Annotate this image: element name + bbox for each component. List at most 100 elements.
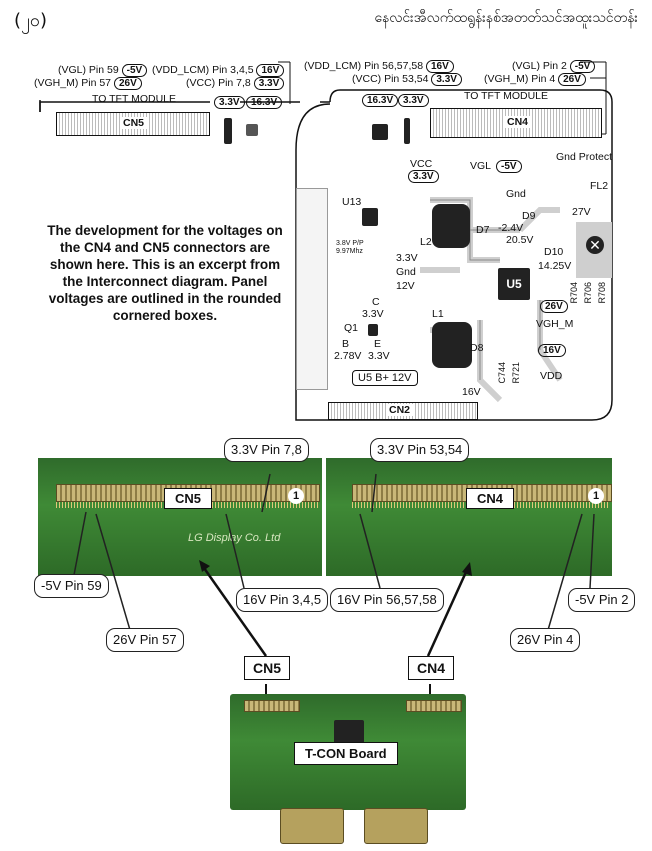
right-component-b bbox=[404, 118, 410, 144]
b-label: B bbox=[342, 338, 350, 350]
callout-cn4-vcc: 3.3V Pin 53,54 bbox=[370, 438, 470, 462]
right-vgl-pill: -5V bbox=[569, 60, 596, 73]
left-pill-a: 3.3V bbox=[214, 96, 245, 109]
q1-v-label: 3.3V bbox=[362, 308, 384, 320]
d7-label: D7 bbox=[476, 224, 490, 236]
v27-label: 27V bbox=[572, 206, 591, 218]
cn4-photo-label: CN4 bbox=[466, 488, 515, 509]
right-to-tft: TO TFT MODULE bbox=[464, 90, 549, 102]
u13-chip bbox=[362, 208, 378, 226]
vgl-pill: -5V bbox=[496, 160, 522, 173]
fl2-label: FL2 bbox=[590, 180, 609, 192]
crystal-label: 3.8V P/P 9.97Mhz bbox=[336, 240, 364, 255]
right-vdd-label: (VDD_LCM) Pin 56,57,58 16V bbox=[304, 60, 454, 73]
left-vghm-pill: 26V bbox=[113, 77, 142, 90]
e-label: E bbox=[374, 338, 382, 350]
v205-label: 20.5V bbox=[506, 234, 534, 246]
v278-label: 2.78V bbox=[334, 350, 362, 362]
d8-label: D8 bbox=[470, 342, 484, 354]
mount-hole-icon: ✕ bbox=[586, 236, 604, 254]
c-label: C bbox=[372, 296, 380, 308]
board-connector-cn5 bbox=[244, 700, 300, 712]
left-vgl-pill: -5V bbox=[121, 64, 148, 77]
cn4-schematic-label: CN4 bbox=[504, 116, 532, 128]
v33-label: 3.3V bbox=[396, 252, 418, 264]
cn5-pin1-marker: 1 bbox=[288, 488, 304, 504]
cn4-photo: CN4 1 bbox=[326, 458, 612, 576]
cn4-pin1-marker: 1 bbox=[588, 488, 604, 504]
right-vgl-label: (VGL) Pin 2 -5V bbox=[512, 60, 596, 73]
vdd-label: VDD bbox=[540, 370, 563, 382]
edge-strip bbox=[296, 188, 328, 390]
vgl-label: VGL bbox=[470, 160, 492, 172]
left-vcc-pill: 3.3V bbox=[253, 77, 285, 90]
vghm-label: VGH_M bbox=[536, 318, 574, 330]
right-component-a bbox=[372, 124, 388, 140]
v12-label: 12V bbox=[396, 280, 415, 292]
v1425-label: 14.25V bbox=[538, 260, 572, 272]
right-vcc-label: (VCC) Pin 53,54 3.3V bbox=[352, 73, 462, 86]
vghm-pill: 26V bbox=[540, 300, 568, 313]
board-tag-cn5: CN5 bbox=[244, 656, 291, 680]
callout-cn5-vghm: 26V Pin 57 bbox=[106, 628, 184, 652]
right-vghm-pill: 26V bbox=[558, 73, 586, 86]
q1-transistor bbox=[368, 324, 378, 336]
schematic-section: (VGL) Pin 59 -5V (VGH_M) Pin 57 26V (VDD… bbox=[34, 60, 613, 421]
right-vghm-label: (VGH_M) Pin 4 26V bbox=[484, 73, 586, 86]
board-connector-cn4 bbox=[406, 700, 462, 712]
board-bottom-connector-left bbox=[280, 808, 344, 844]
cn5-schematic-connector bbox=[56, 112, 210, 136]
v33b-label: 3.3V bbox=[368, 350, 390, 362]
left-component-b bbox=[246, 124, 258, 136]
l1-label: L1 bbox=[432, 308, 444, 320]
vneg24-label: -2.4V bbox=[498, 222, 524, 234]
board-tag-cn4: CN4 bbox=[408, 656, 455, 680]
callout-cn4-vgl: -5V Pin 2 bbox=[568, 588, 636, 612]
page-number: (၂၀) bbox=[14, 10, 48, 31]
callout-cn5-vdd: 16V Pin 3,4,5 bbox=[236, 588, 329, 612]
u13-label: U13 bbox=[342, 196, 362, 208]
vcc-pill: 3.3V bbox=[408, 170, 439, 183]
gnd-protect-label: Gnd Protect bbox=[556, 151, 613, 163]
vcc-label: VCC bbox=[410, 158, 433, 170]
l2-inductor bbox=[432, 204, 470, 248]
d9-label: D9 bbox=[522, 210, 536, 222]
cn5-silkscreen: LG Display Co. Ltd bbox=[188, 532, 281, 544]
cn5-schematic-label: CN5 bbox=[120, 117, 148, 129]
left-pill-b: 16.3V bbox=[246, 96, 283, 109]
left-vcc-label: (VCC) Pin 7,8 3.3V bbox=[186, 77, 285, 90]
callout-cn4-vghm: 26V Pin 4 bbox=[510, 628, 581, 652]
d10-label: D10 bbox=[544, 246, 564, 258]
u5-bplus-box: U5 B+ 12V bbox=[352, 370, 418, 386]
board-ic bbox=[334, 720, 364, 744]
tcon-board-label: T-CON Board bbox=[294, 742, 398, 765]
cn2-label: CN2 bbox=[386, 404, 414, 416]
right-vdd-pill: 16V bbox=[425, 60, 454, 73]
left-to-tft: TO TFT MODULE bbox=[92, 93, 177, 105]
left-vghm-label: (VGH_M) Pin 57 26V bbox=[34, 77, 142, 90]
right-pill-a: 16.3V bbox=[362, 94, 399, 107]
left-vdd-pill: 16V bbox=[256, 64, 285, 77]
gnd1-label: Gnd bbox=[506, 188, 526, 200]
callout-cn5-vcc: 3.3V Pin 7,8 bbox=[224, 438, 309, 462]
gnd2-label: Gnd bbox=[396, 266, 416, 278]
v16-pill: 16V bbox=[538, 344, 566, 357]
left-vgl-label: (VGL) Pin 59 -5V bbox=[58, 64, 148, 77]
v16-label: 16V bbox=[462, 386, 481, 398]
callout-cn4-vdd: 16V Pin 56,57,58 bbox=[330, 588, 444, 612]
right-vcc-pill: 3.3V bbox=[431, 73, 462, 86]
u5-chip: U5 bbox=[498, 268, 530, 300]
q1-label: Q1 bbox=[344, 322, 359, 334]
cn5-photo-label: CN5 bbox=[164, 488, 213, 509]
left-vdd-label: (VDD_LCM) Pin 3,4,5 16V bbox=[152, 64, 285, 77]
right-pill-b: 3.3V bbox=[398, 94, 429, 107]
tcon-board-photo: T-CON Board bbox=[230, 694, 466, 810]
l1-inductor bbox=[432, 322, 472, 368]
board-bottom-connector-right bbox=[364, 808, 428, 844]
page-title: နေလင်းအီလက်ထရွန်းနစ်အတတ်သင်အထူးသင်တန်း bbox=[374, 10, 638, 26]
callout-cn5-vgl: -5V Pin 59 bbox=[34, 574, 109, 598]
description-text: The development for the voltages on the … bbox=[47, 223, 283, 323]
l2-label: L2 bbox=[420, 236, 432, 248]
left-component-a bbox=[224, 118, 232, 144]
